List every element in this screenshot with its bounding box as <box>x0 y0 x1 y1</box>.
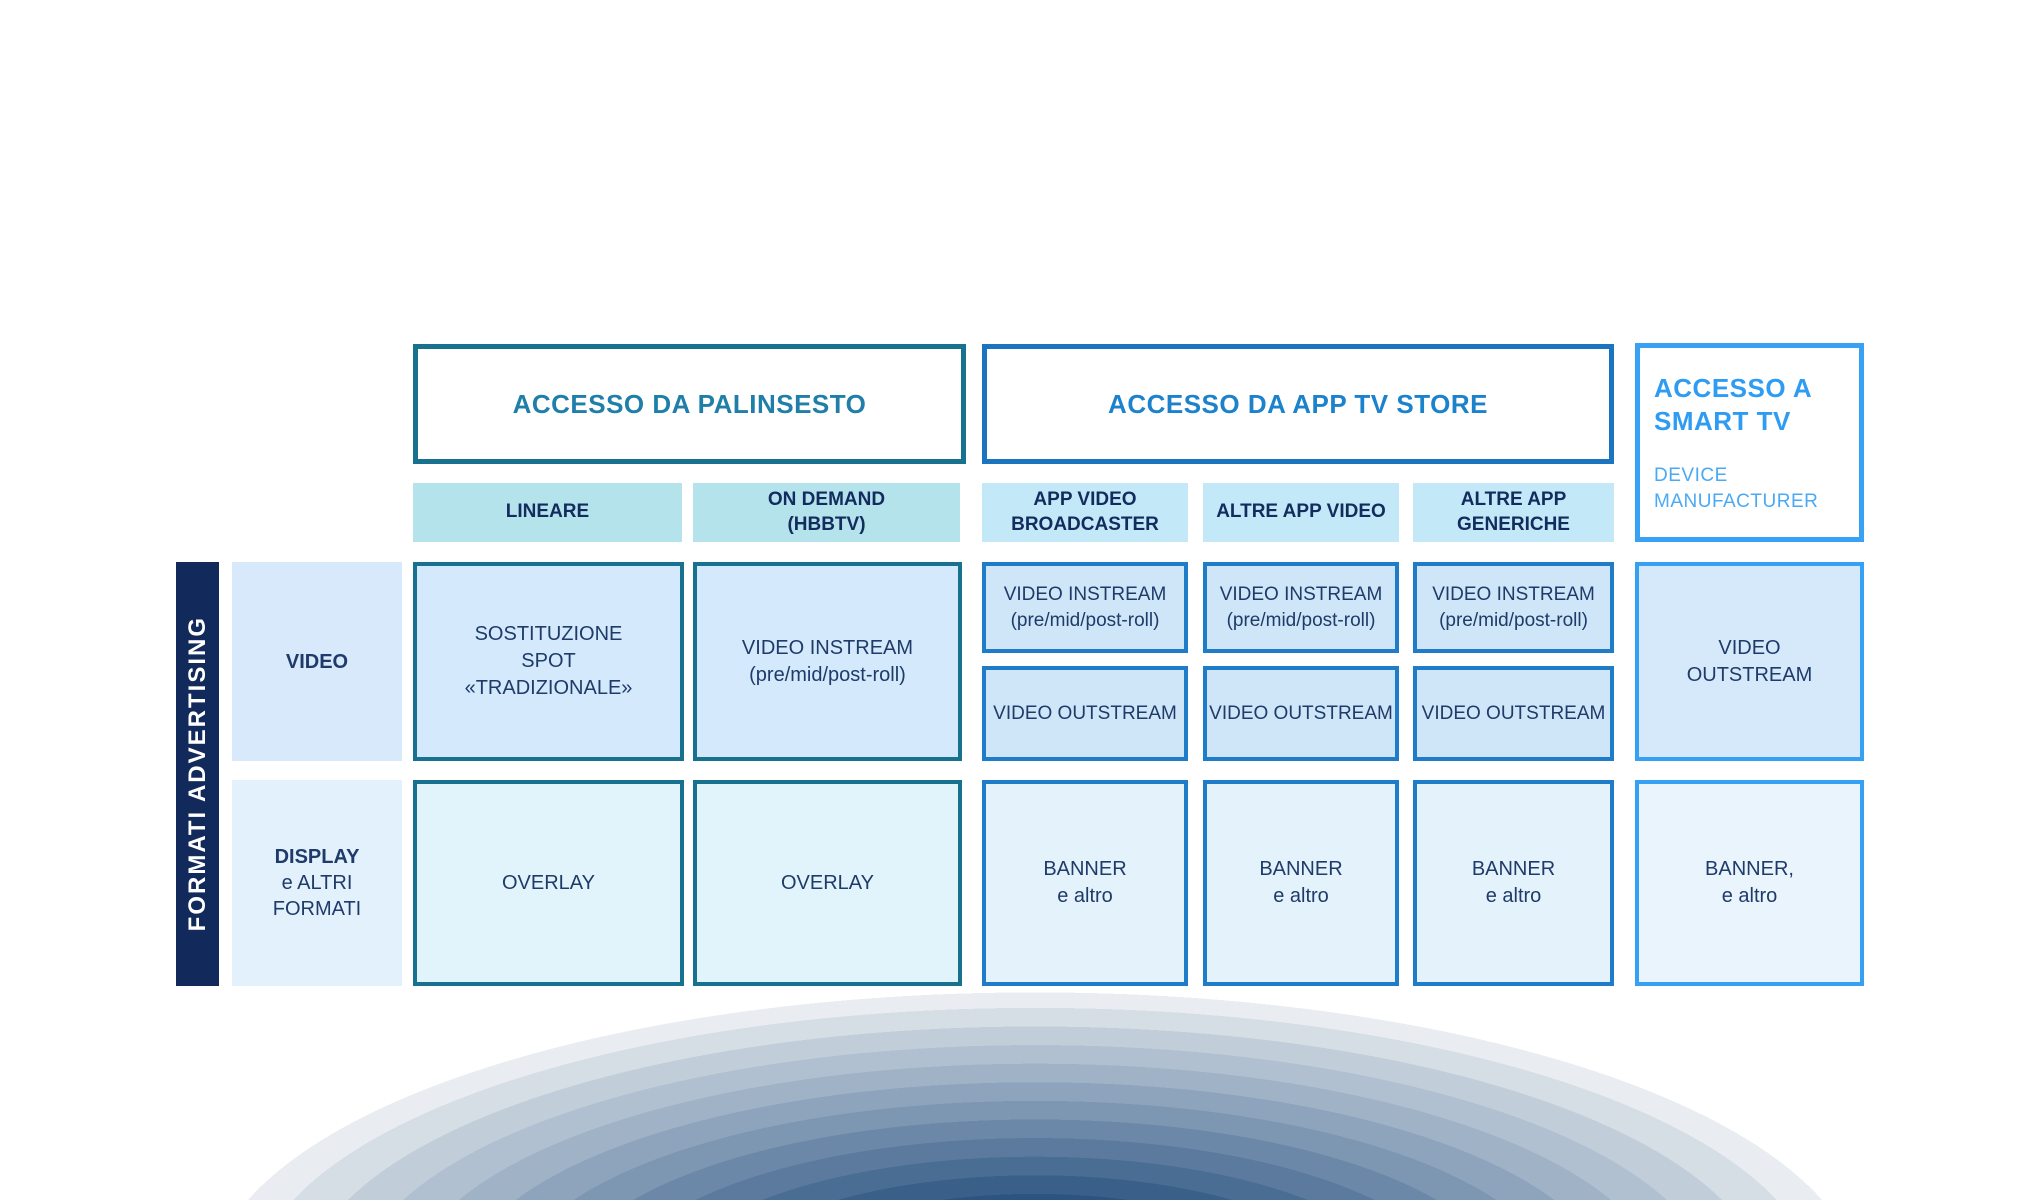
cell-line: (pre/mid/post-roll) <box>1439 609 1588 631</box>
cell-line: OVERLAY <box>502 871 595 894</box>
cell-line: OVERLAY <box>781 871 874 894</box>
header-accesso-da-palinsesto: ACCESSO DA PALINSESTO <box>413 344 966 464</box>
cell-smart-tv-display-banner: BANNER, e altro <box>1635 780 1864 986</box>
cell-line: VIDEO OUTSTREAM <box>1209 702 1393 724</box>
cell-altre-app-generiche-video-outstream: VIDEO OUTSTREAM <box>1413 666 1614 761</box>
cell-app-broadcaster-video-instream: VIDEO INSTREAM (pre/mid/post-roll) <box>982 562 1188 653</box>
cell-altre-app-video-display-banner: BANNER e altro <box>1203 780 1399 986</box>
cell-line: SOSTITUZIONE <box>474 623 623 645</box>
cell-line: VIDEO INSTREAM <box>1432 583 1595 605</box>
subheader-lineare: LINEARE <box>413 483 682 542</box>
subheader-altre-app-video: ALTRE APP VIDEO <box>1203 483 1399 542</box>
row-label-display-e-altri-formati: DISPLAY e ALTRI FORMATI <box>232 780 402 986</box>
cell-line: BANNER, <box>1705 858 1794 880</box>
subheader-label: ALTRE APP VIDEO <box>1216 501 1386 523</box>
header-accesso-a-smart-tv: ACCESSO A SMART TV DEVICE MANUFACTURER <box>1635 343 1864 542</box>
header-accesso-da-app-tv-store: ACCESSO DA APP TV STORE <box>982 344 1614 464</box>
subheader-label: GENERICHE <box>1457 513 1570 535</box>
header-title: ACCESSO DA PALINSESTO <box>512 388 867 419</box>
cell-line: SPOT <box>521 650 576 672</box>
cell-line: e altro <box>1485 885 1542 907</box>
cell-line: VIDEO <box>1718 636 1781 659</box>
formati-advertising-bar: FORMATI ADVERTISING <box>176 562 219 986</box>
cell-line: (pre/mid/post-roll) <box>1010 609 1160 631</box>
cell-altre-app-video-outstream: VIDEO OUTSTREAM <box>1203 666 1399 761</box>
cell-on-demand-video-instream: VIDEO INSTREAM (pre/mid/post-roll) <box>693 562 962 761</box>
subheader-label: ALTRE APP <box>1460 488 1567 510</box>
cell-line: e altro <box>1721 885 1778 907</box>
cell-line: BANNER <box>1471 858 1556 880</box>
header-title-line: SMART TV <box>1654 405 1791 436</box>
header-subtitle-line: MANUFACTURER <box>1654 490 1819 512</box>
cell-line: e altro <box>1057 885 1113 907</box>
cell-altre-app-video-instream: VIDEO INSTREAM (pre/mid/post-roll) <box>1203 562 1399 653</box>
header-title: ACCESSO DA APP TV STORE <box>1108 388 1488 419</box>
subheader-on-demand-hbbtv: ON DEMAND (HBBTV) <box>693 483 960 542</box>
cell-line: VIDEO INSTREAM <box>1003 583 1167 605</box>
cell-line: «TRADIZIONALE» <box>464 677 633 699</box>
cell-line: BANNER <box>1043 858 1127 880</box>
cell-line: (pre/mid/post-roll) <box>1226 609 1376 631</box>
row-label-text: VIDEO <box>285 650 349 673</box>
cell-altre-app-generiche-video-instream: VIDEO INSTREAM (pre/mid/post-roll) <box>1413 562 1614 653</box>
subheader-app-video-broadcaster: APP VIDEO BROADCASTER <box>982 483 1188 542</box>
cell-app-broadcaster-display-banner: BANNER e altro <box>982 780 1188 986</box>
cell-on-demand-display-overlay: OVERLAY <box>693 780 962 986</box>
formati-advertising-label: FORMATI ADVERTISING <box>183 616 211 932</box>
subheader-altre-app-generiche: ALTRE APP GENERICHE <box>1413 483 1614 542</box>
cell-line: BANNER <box>1259 858 1343 880</box>
row-label-video: VIDEO <box>232 562 402 761</box>
header-title-line: ACCESSO A <box>1654 373 1813 403</box>
cell-app-broadcaster-video-outstream: VIDEO OUTSTREAM <box>982 666 1188 761</box>
subheader-label: (HBBTV) <box>787 513 866 535</box>
subheader-label: LINEARE <box>505 501 590 523</box>
row-label-text: DISPLAY <box>274 846 360 868</box>
cell-lineare-display-overlay: OVERLAY <box>413 780 684 986</box>
subheader-label: BROADCASTER <box>1011 513 1159 535</box>
cell-line: OUTSTREAM <box>1686 663 1813 686</box>
cell-line: e altro <box>1273 885 1329 907</box>
cell-line: (pre/mid/post-roll) <box>749 663 906 686</box>
cell-smart-tv-video-outstream: VIDEO OUTSTREAM <box>1635 562 1864 761</box>
cell-line: VIDEO INSTREAM <box>741 636 914 659</box>
subheader-label: ON DEMAND <box>767 488 886 510</box>
subheader-label: APP VIDEO <box>1033 488 1137 510</box>
header-subtitle-line: DEVICE <box>1654 465 1728 486</box>
cell-lineare-video-sostituzione-spot: SOSTITUZIONE SPOT «TRADIZIONALE» <box>413 562 684 761</box>
header-subtitle-device-manufacturer: DEVICE MANUFACTURER <box>1654 463 1849 514</box>
row-label-text: FORMATI <box>272 898 362 920</box>
header-title: ACCESSO A SMART TV <box>1654 372 1849 437</box>
cell-line: VIDEO OUTSTREAM <box>1421 702 1606 724</box>
cell-line: VIDEO INSTREAM <box>1219 583 1383 605</box>
cell-altre-app-generiche-display-banner: BANNER e altro <box>1413 780 1614 986</box>
row-label-text: e ALTRI <box>281 872 353 894</box>
cell-line: VIDEO OUTSTREAM <box>993 702 1177 724</box>
